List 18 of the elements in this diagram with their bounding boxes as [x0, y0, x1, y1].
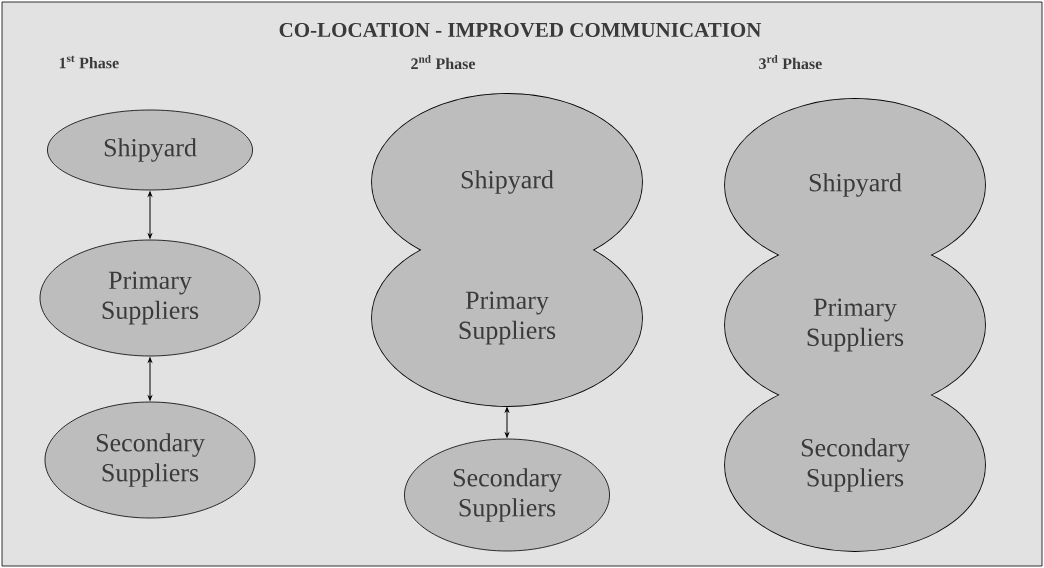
ellipse-node: Shipyard [47, 109, 253, 191]
ellipse-node: Primary Suppliers [372, 230, 642, 406]
phase-heading: 3$^{rd}$ Phase [759, 54, 822, 70]
node-label: Shipyard [809, 173, 902, 197]
ellipse-node: Secondary Suppliers [44, 401, 256, 519]
ellipse-node: Secondary Suppliers [404, 438, 610, 552]
double-arrow [505, 407, 509, 438]
double-arrow [148, 357, 152, 401]
title: CO-LOCATION - IMPROVED COMMUNICATION [279, 22, 762, 38]
node-label: Primary Suppliers [807, 298, 904, 352]
node-label: Primary Suppliers [459, 291, 556, 345]
double-arrow [148, 191, 152, 239]
phase-heading: 1$^{st}$ Phase [59, 55, 119, 69]
node-label: Shipyard [461, 170, 554, 194]
ellipse-node: Primary Suppliers [39, 239, 261, 357]
node-label: Secondary Suppliers [801, 438, 910, 492]
ellipse-node: Secondary Suppliers [725, 379, 985, 551]
phase-heading: 2$^{nd}$ Phase [411, 54, 476, 70]
